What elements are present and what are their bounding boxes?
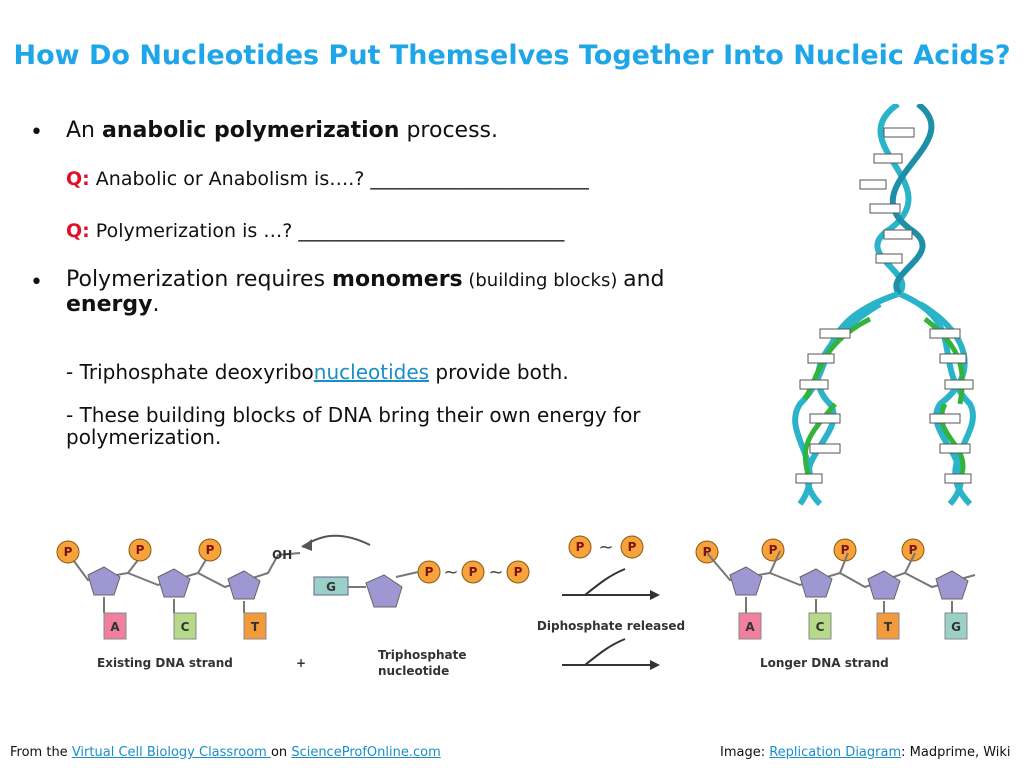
- base-label: C: [181, 620, 190, 634]
- sub-text: provide both.: [429, 360, 569, 384]
- oh-label: OH: [272, 548, 292, 562]
- phosphate-label: P: [469, 565, 478, 579]
- svg-text:~: ~: [488, 562, 503, 583]
- svg-text:~: ~: [598, 537, 613, 558]
- footer-text: : Madprime, Wiki: [901, 745, 1011, 760]
- base-label: C: [816, 620, 825, 634]
- existing-strand-label: Existing DNA strand: [97, 656, 233, 670]
- question-text: Polymerization is …? ___________________…: [95, 220, 565, 242]
- base-label: G: [951, 620, 961, 634]
- footer-text: on: [270, 745, 288, 760]
- question-label: Q:: [66, 220, 90, 242]
- question-polymerization: Q: Polymerization is …? ________________…: [66, 220, 564, 242]
- phosphate-label: P: [909, 543, 918, 557]
- sub-point-triphosphate: - Triphosphate deoxyribonucleotides prov…: [66, 360, 569, 384]
- phosphate-label: P: [576, 540, 585, 554]
- question-anabolism: Q: Anabolic or Anabolism is….? _________…: [66, 168, 589, 190]
- nucleotides-link[interactable]: nucleotides: [313, 360, 430, 384]
- question-label: Q:: [66, 168, 90, 190]
- diphosphate-label: Diphosphate released: [537, 619, 685, 633]
- plus-label: +: [296, 656, 306, 670]
- sub-point-energy: - These building blocks of DNA bring the…: [66, 403, 641, 449]
- footer-text: From the: [10, 745, 68, 760]
- replication-diagram-link[interactable]: Replication Diagram: [769, 745, 902, 760]
- bullet-text: process.: [399, 118, 498, 143]
- image-credit: Image: Replication Diagram: Madprime, Wi…: [720, 745, 1011, 760]
- phosphate-label: P: [769, 543, 778, 557]
- phosphate-label: P: [628, 540, 637, 554]
- base-g-label: G: [326, 580, 336, 594]
- svg-text:~: ~: [443, 562, 458, 583]
- sub-text: - Triphosphate deoxyribo: [66, 360, 314, 384]
- building-blocks-text: (building blocks): [462, 270, 624, 291]
- bullet-bold-text: anabolic polymerization: [102, 118, 400, 143]
- nucleotide-label: nucleotide: [378, 664, 449, 678]
- phosphate-label: P: [206, 543, 215, 557]
- question-text: Anabolic or Anabolism is….? ____________…: [95, 168, 589, 190]
- base-label: T: [884, 620, 893, 634]
- longer-strand-label: Longer DNA strand: [760, 656, 889, 670]
- phosphate-label: P: [425, 565, 434, 579]
- bullet-marker: •: [30, 270, 43, 295]
- base-label: T: [251, 620, 260, 634]
- bullet-marker: •: [30, 120, 43, 145]
- bullet-text: and: [623, 267, 665, 292]
- bullet-text: An: [66, 118, 102, 143]
- triphosphate-label: Triphosphate: [378, 648, 467, 662]
- phosphate-label: P: [136, 543, 145, 557]
- phosphate-label: P: [703, 545, 712, 559]
- energy-text: energy: [66, 292, 153, 317]
- dna-replication-image: [780, 104, 986, 510]
- source-credit: From the Virtual Cell Biology Classroom …: [10, 745, 441, 760]
- bullet-anabolic: An anabolic polymerization process.: [66, 118, 498, 143]
- monomers-text: monomers: [332, 267, 463, 292]
- page-title: How Do Nucleotides Put Themselves Togeth…: [13, 40, 1011, 71]
- phosphate-label: P: [841, 543, 850, 557]
- phosphate-label: P: [64, 545, 73, 559]
- bullet-polymerization: Polymerization requires monomers (buildi…: [66, 268, 736, 317]
- bullet-text: Polymerization requires: [66, 267, 333, 292]
- phosphate-label: P: [514, 565, 523, 579]
- scienceprofonline-link[interactable]: ScienceProfOnline.com: [291, 745, 441, 760]
- polymerization-diagram: P P P P P P P P P P P P ~ ~ ~ OH G A C T D…: [56, 534, 976, 678]
- base-label: A: [745, 620, 755, 634]
- base-label: A: [110, 620, 120, 634]
- footer-text: Image:: [720, 745, 766, 760]
- bullet-text: .: [152, 292, 160, 317]
- virtual-cell-link[interactable]: Virtual Cell Biology Classroom: [71, 745, 271, 760]
